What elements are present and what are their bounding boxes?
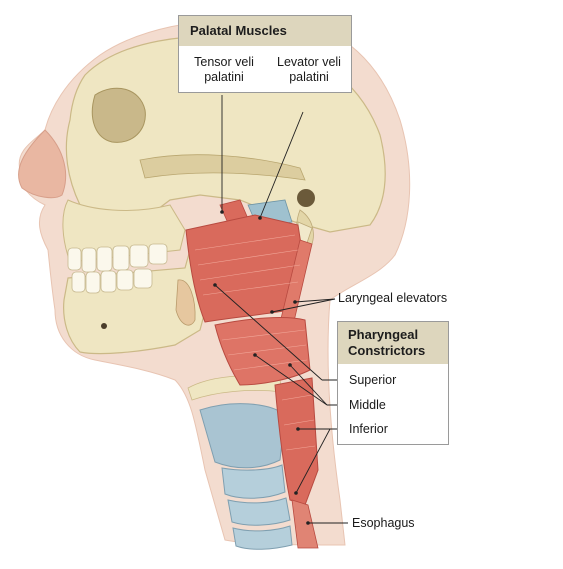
levator-label-line1: Levator veli bbox=[277, 55, 341, 69]
levator-veli-palatini-label: Levator veli palatini bbox=[264, 55, 354, 85]
tensor-label-line1: Tensor veli bbox=[194, 55, 254, 69]
tensor-veli-palatini-label: Tensor veli palatini bbox=[180, 55, 268, 85]
leader-middle-3 bbox=[289, 364, 328, 406]
mandible-cut-surface bbox=[175, 279, 196, 326]
upper-teeth bbox=[67, 243, 168, 273]
pharyngeal-constrictors-box: Pharyngeal Constrictors bbox=[337, 321, 449, 445]
esophagus-label: Esophagus bbox=[352, 516, 415, 530]
tensor-label-line2: palatini bbox=[204, 70, 244, 84]
cricoid-cartilage bbox=[221, 464, 286, 499]
leader-inferior-2 bbox=[295, 428, 331, 494]
palatal-muscles-title: Palatal Muscles bbox=[179, 16, 351, 46]
esophagus-muscle bbox=[291, 499, 319, 549]
laryngeal-elevators-label: Laryngeal elevators bbox=[338, 291, 448, 305]
zygomatic-arch bbox=[139, 154, 306, 181]
leader-middle-2 bbox=[254, 354, 328, 406]
middle-constrictor-muscle bbox=[214, 317, 311, 386]
palatal-muscles-box: Palatal Muscles bbox=[178, 15, 352, 93]
leader-laryngeal-1 bbox=[294, 298, 336, 303]
levator-label-line2: palatini bbox=[289, 70, 329, 84]
nose bbox=[18, 129, 67, 199]
muscle-fiber-lines bbox=[194, 234, 316, 451]
pharyngeal-constrictors-title: Pharyngeal Constrictors bbox=[338, 322, 448, 364]
pharyngeal-title-line1: Pharyngeal bbox=[348, 327, 419, 342]
leader-laryngeal-2 bbox=[271, 298, 336, 313]
inferior-label: Inferior bbox=[349, 422, 388, 436]
inferior-constrictor-muscle bbox=[274, 377, 319, 506]
mental-foramen bbox=[101, 323, 107, 329]
pharyngeal-title-line2: Constrictors bbox=[348, 343, 426, 358]
leader-levator bbox=[259, 111, 304, 219]
ear-canal bbox=[297, 189, 315, 207]
eye-orbit bbox=[91, 87, 146, 143]
leader-dots bbox=[213, 210, 310, 525]
middle-label: Middle bbox=[349, 398, 386, 412]
lower-teeth bbox=[71, 268, 153, 294]
superior-label: Superior bbox=[349, 373, 397, 387]
leader-lines bbox=[214, 95, 348, 524]
trachea-rings bbox=[227, 497, 293, 550]
leader-superior-2 bbox=[214, 284, 323, 381]
